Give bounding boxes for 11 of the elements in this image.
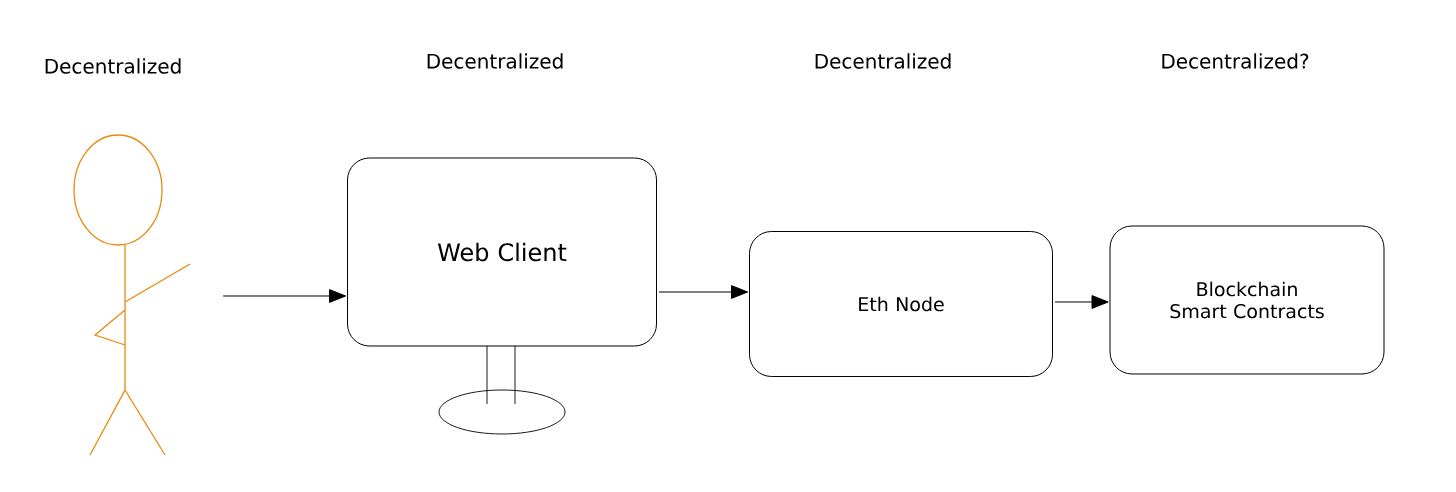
heading: Decentralized <box>45 58 181 74</box>
process-box: Blockchain Smart Contracts <box>1109 225 1385 375</box>
heading: Decentralized? <box>1162 53 1309 69</box>
person-figure-drawing <box>73 134 191 456</box>
heading: Decentralized <box>815 53 951 69</box>
arrow <box>222 289 347 303</box>
arrow <box>1054 295 1109 309</box>
heading: Decentralized <box>427 53 563 69</box>
monitor-screen: Web Client <box>347 157 657 347</box>
arrow <box>658 285 749 299</box>
process-box: Eth Node <box>749 231 1053 377</box>
